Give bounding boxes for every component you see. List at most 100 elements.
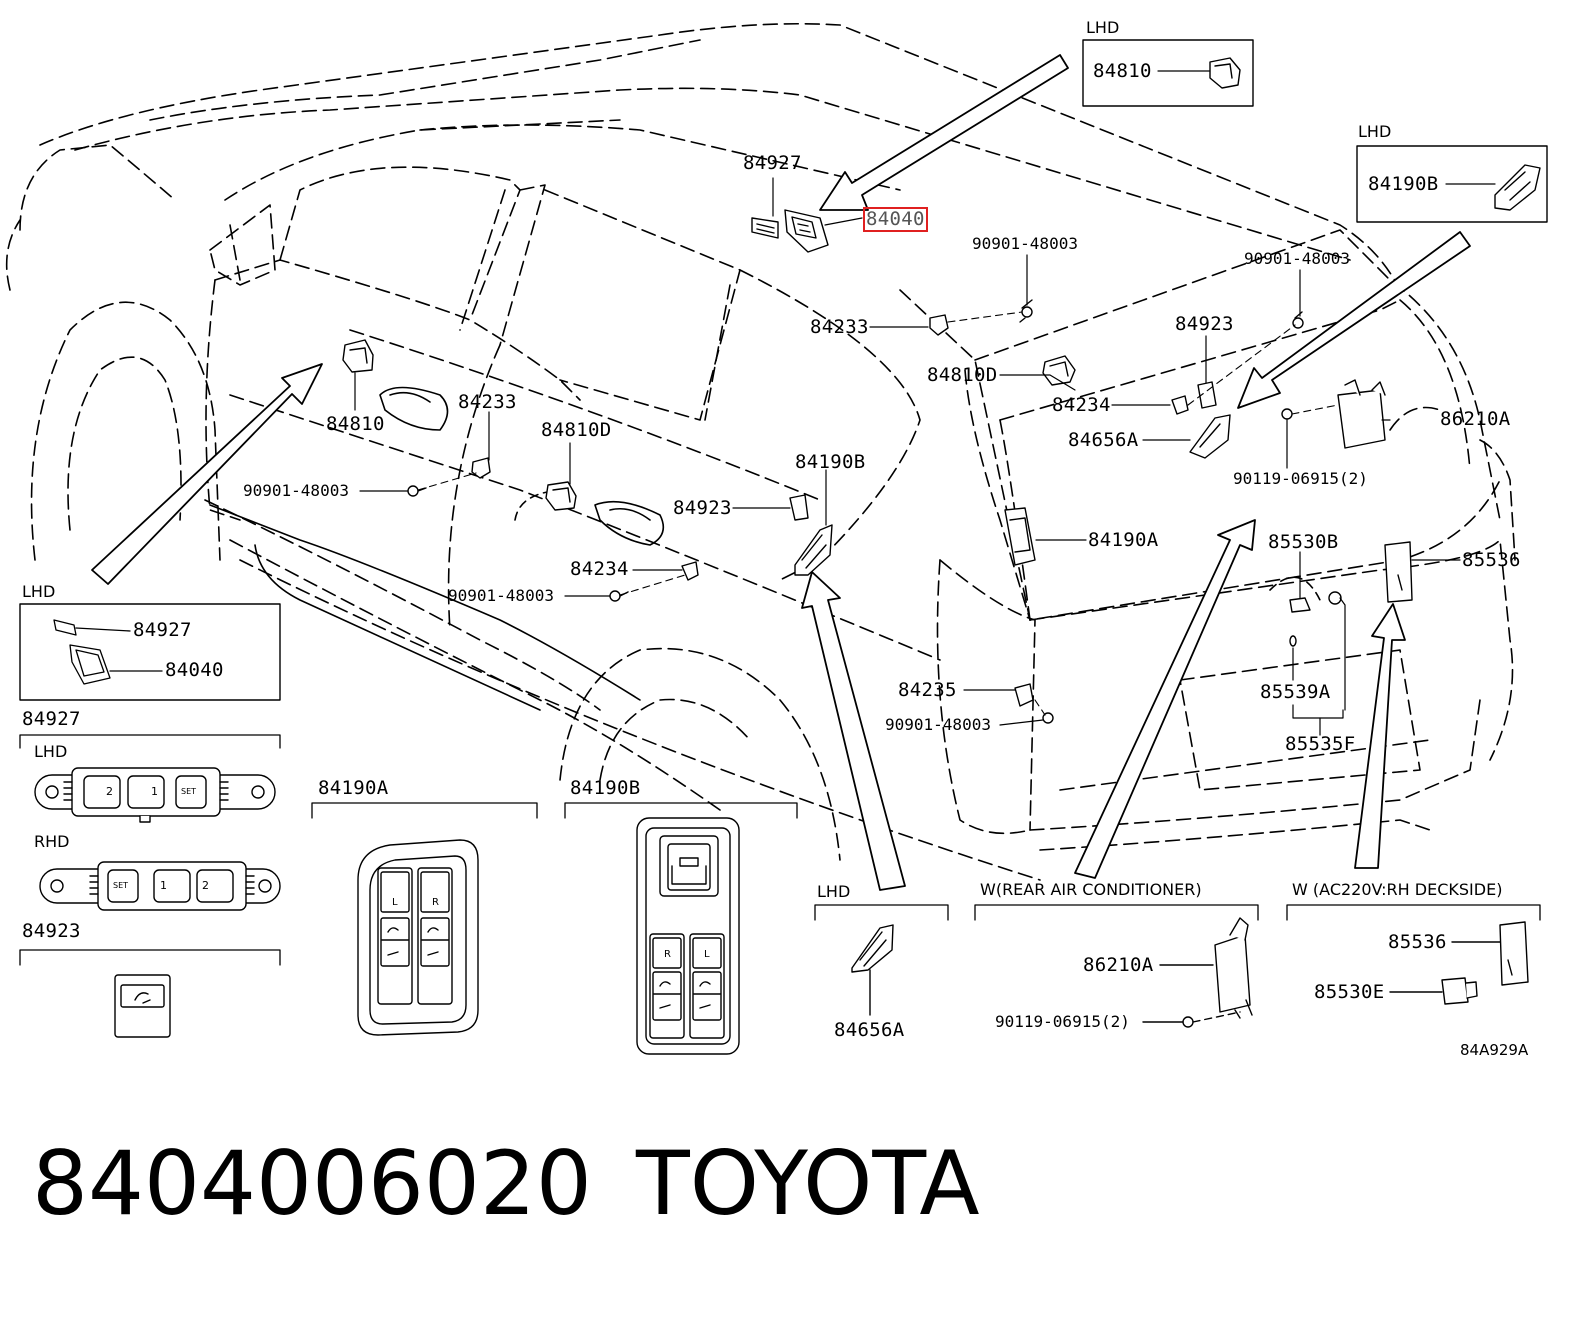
section-title-84923: 84923 xyxy=(22,920,81,942)
screw-90901-top2-icon xyxy=(1292,311,1304,329)
part-label-90901-mid3[interactable]: 90901-48003 xyxy=(885,715,991,734)
part-label-85530B[interactable]: 85530B xyxy=(1268,531,1339,553)
part-label-84233-top[interactable]: 84233 xyxy=(810,316,869,338)
screw-90901-top-icon xyxy=(1019,299,1033,323)
inset-frames xyxy=(19,39,1548,701)
header-rear-ac: W(REAR AIR CONDITIONER) xyxy=(980,880,1202,899)
clip-84234-right-icon xyxy=(1171,395,1189,415)
section-title-84190B: 84190B xyxy=(570,777,641,799)
part-84040-icon xyxy=(784,209,829,253)
switch-L-label-84190A: L xyxy=(392,897,398,908)
section-title-84927: 84927 xyxy=(22,708,81,730)
part-84810D-right-icon xyxy=(1042,355,1076,386)
part-label-90901-left1[interactable]: 90901-48003 xyxy=(243,481,349,500)
callout-arrows xyxy=(91,54,1471,891)
part-84923-mid-icon xyxy=(789,494,809,521)
switch-1-label-rhd: 1 xyxy=(160,879,167,892)
arrow-to-84040 xyxy=(819,54,1069,211)
section-brackets xyxy=(19,734,1541,966)
switch-L-label-84190B: L xyxy=(704,949,710,960)
arrow-to-84810 xyxy=(91,363,323,585)
part-label-84190B-mid[interactable]: 84190B xyxy=(795,451,866,473)
part-label-86210A-sec[interactable]: 86210A xyxy=(1083,954,1154,976)
part-label-84040-highlighted[interactable]: 84040 xyxy=(863,207,928,232)
part-label-84040-inset[interactable]: 84040 xyxy=(165,659,224,681)
part-label-84234-right[interactable]: 84234 xyxy=(1052,394,1111,416)
part-label-84233-left[interactable]: 84233 xyxy=(458,391,517,413)
switch-2-label-rhd: 2 xyxy=(202,879,209,892)
part-label-85536-sec[interactable]: 85536 xyxy=(1388,931,1447,953)
part-85536-icon xyxy=(1384,541,1413,603)
part-label-84235[interactable]: 84235 xyxy=(898,679,957,701)
part-label-84810-lhd[interactable]: 84810 xyxy=(1093,60,1152,82)
part-84656A-sec-icon xyxy=(851,924,894,1016)
header-ac220: W (AC220V:RH DECKSIDE) xyxy=(1292,880,1503,899)
part-label-84927-top[interactable]: 84927 xyxy=(743,152,802,174)
dashed-connections xyxy=(417,311,1339,716)
brand-title: TOYOTA xyxy=(636,1132,980,1235)
switch-84927-lhd xyxy=(34,767,276,823)
part-label-84656A-sec[interactable]: 84656A xyxy=(834,1019,905,1041)
part-84190A-mid-icon xyxy=(1004,507,1036,566)
arrow-to-84190B xyxy=(801,571,906,891)
part-84923-right-icon xyxy=(1197,381,1217,409)
arrow-to-85536 xyxy=(1074,519,1256,879)
part-number-title: 8404006020 xyxy=(32,1132,592,1235)
switch-84190A xyxy=(357,839,479,1036)
switch-84190B xyxy=(636,817,740,1055)
leader-lines xyxy=(354,70,1496,736)
part-label-84810D-right[interactable]: 84810D xyxy=(927,364,998,386)
clip-84235-icon xyxy=(1014,683,1034,707)
part-84810-lhd-icon xyxy=(1209,57,1241,89)
part-label-84190A-mid[interactable]: 84190A xyxy=(1088,529,1159,551)
clip-84234-mid-icon xyxy=(681,561,699,581)
header-lhd-4: LHD xyxy=(34,742,68,761)
part-icons xyxy=(342,57,1541,724)
part-label-85536-right[interactable]: 85536 xyxy=(1462,549,1521,571)
section-title-84190A: 84190A xyxy=(318,777,389,799)
part-label-84190B-lhd[interactable]: 84190B xyxy=(1368,173,1439,195)
arrow-to-84656A xyxy=(1237,231,1471,409)
part-85530B-icon xyxy=(1289,591,1342,613)
switch-1-label-lhd: 1 xyxy=(151,785,158,798)
part-label-90901-left2[interactable]: 90901-48003 xyxy=(448,586,554,605)
part-label-85530E-sec[interactable]: 85530E xyxy=(1314,981,1385,1003)
part-label-84923-mid[interactable]: 84923 xyxy=(673,497,732,519)
diagram-code: 84A929A xyxy=(1460,1041,1529,1059)
part-label-84810D-left[interactable]: 84810D xyxy=(541,419,612,441)
switch-R-label-84190A: R xyxy=(432,897,439,908)
part-86210A-right-icon xyxy=(1337,379,1386,449)
part-label-90901-top2[interactable]: 90901-48003 xyxy=(1244,249,1350,268)
part-label-84810-left[interactable]: 84810 xyxy=(326,413,385,435)
switch-84927-rhd xyxy=(39,861,281,911)
part-label-84234-mid[interactable]: 84234 xyxy=(570,558,629,580)
screw-90901-left2-icon xyxy=(609,590,629,602)
screw-90119-right-icon xyxy=(1281,408,1293,420)
part-85539A-icon xyxy=(1289,635,1297,647)
switch-84923 xyxy=(114,974,171,1038)
part-84656A-right-icon xyxy=(1189,414,1231,459)
inset-84040-icons xyxy=(53,619,163,685)
header-lhd-5: LHD xyxy=(817,882,851,901)
part-label-84927-inset[interactable]: 84927 xyxy=(133,619,192,641)
part-84927-icon xyxy=(751,217,779,239)
clip-84233-top-icon xyxy=(929,314,949,336)
part-84810D-left-icon xyxy=(545,481,577,511)
switch-R-label-84190B: R xyxy=(664,949,671,960)
header-lhd-3: LHD xyxy=(22,582,56,601)
part-84190B-lhd-icon xyxy=(1494,164,1541,211)
part-label-85535F[interactable]: 85535F xyxy=(1285,733,1356,755)
part-label-84656A-right[interactable]: 84656A xyxy=(1068,429,1139,451)
part-label-90901-top1[interactable]: 90901-48003 xyxy=(972,234,1078,253)
part-label-84923-right[interactable]: 84923 xyxy=(1175,313,1234,335)
part-84190B-mid-icon xyxy=(794,524,833,576)
part-86210A-sec-icon xyxy=(1142,917,1253,1028)
switch-set-label-rhd: SET xyxy=(113,881,129,890)
vehicle-body-outline xyxy=(5,22,1516,881)
part-label-90119-right[interactable]: 90119-06915(2) xyxy=(1233,469,1368,488)
part-label-90119-sec[interactable]: 90119-06915(2) xyxy=(995,1012,1130,1031)
part-label-85539A[interactable]: 85539A xyxy=(1260,681,1331,703)
screw-90901-left1-icon xyxy=(407,485,427,497)
part-label-86210A-right[interactable]: 86210A xyxy=(1440,408,1511,430)
